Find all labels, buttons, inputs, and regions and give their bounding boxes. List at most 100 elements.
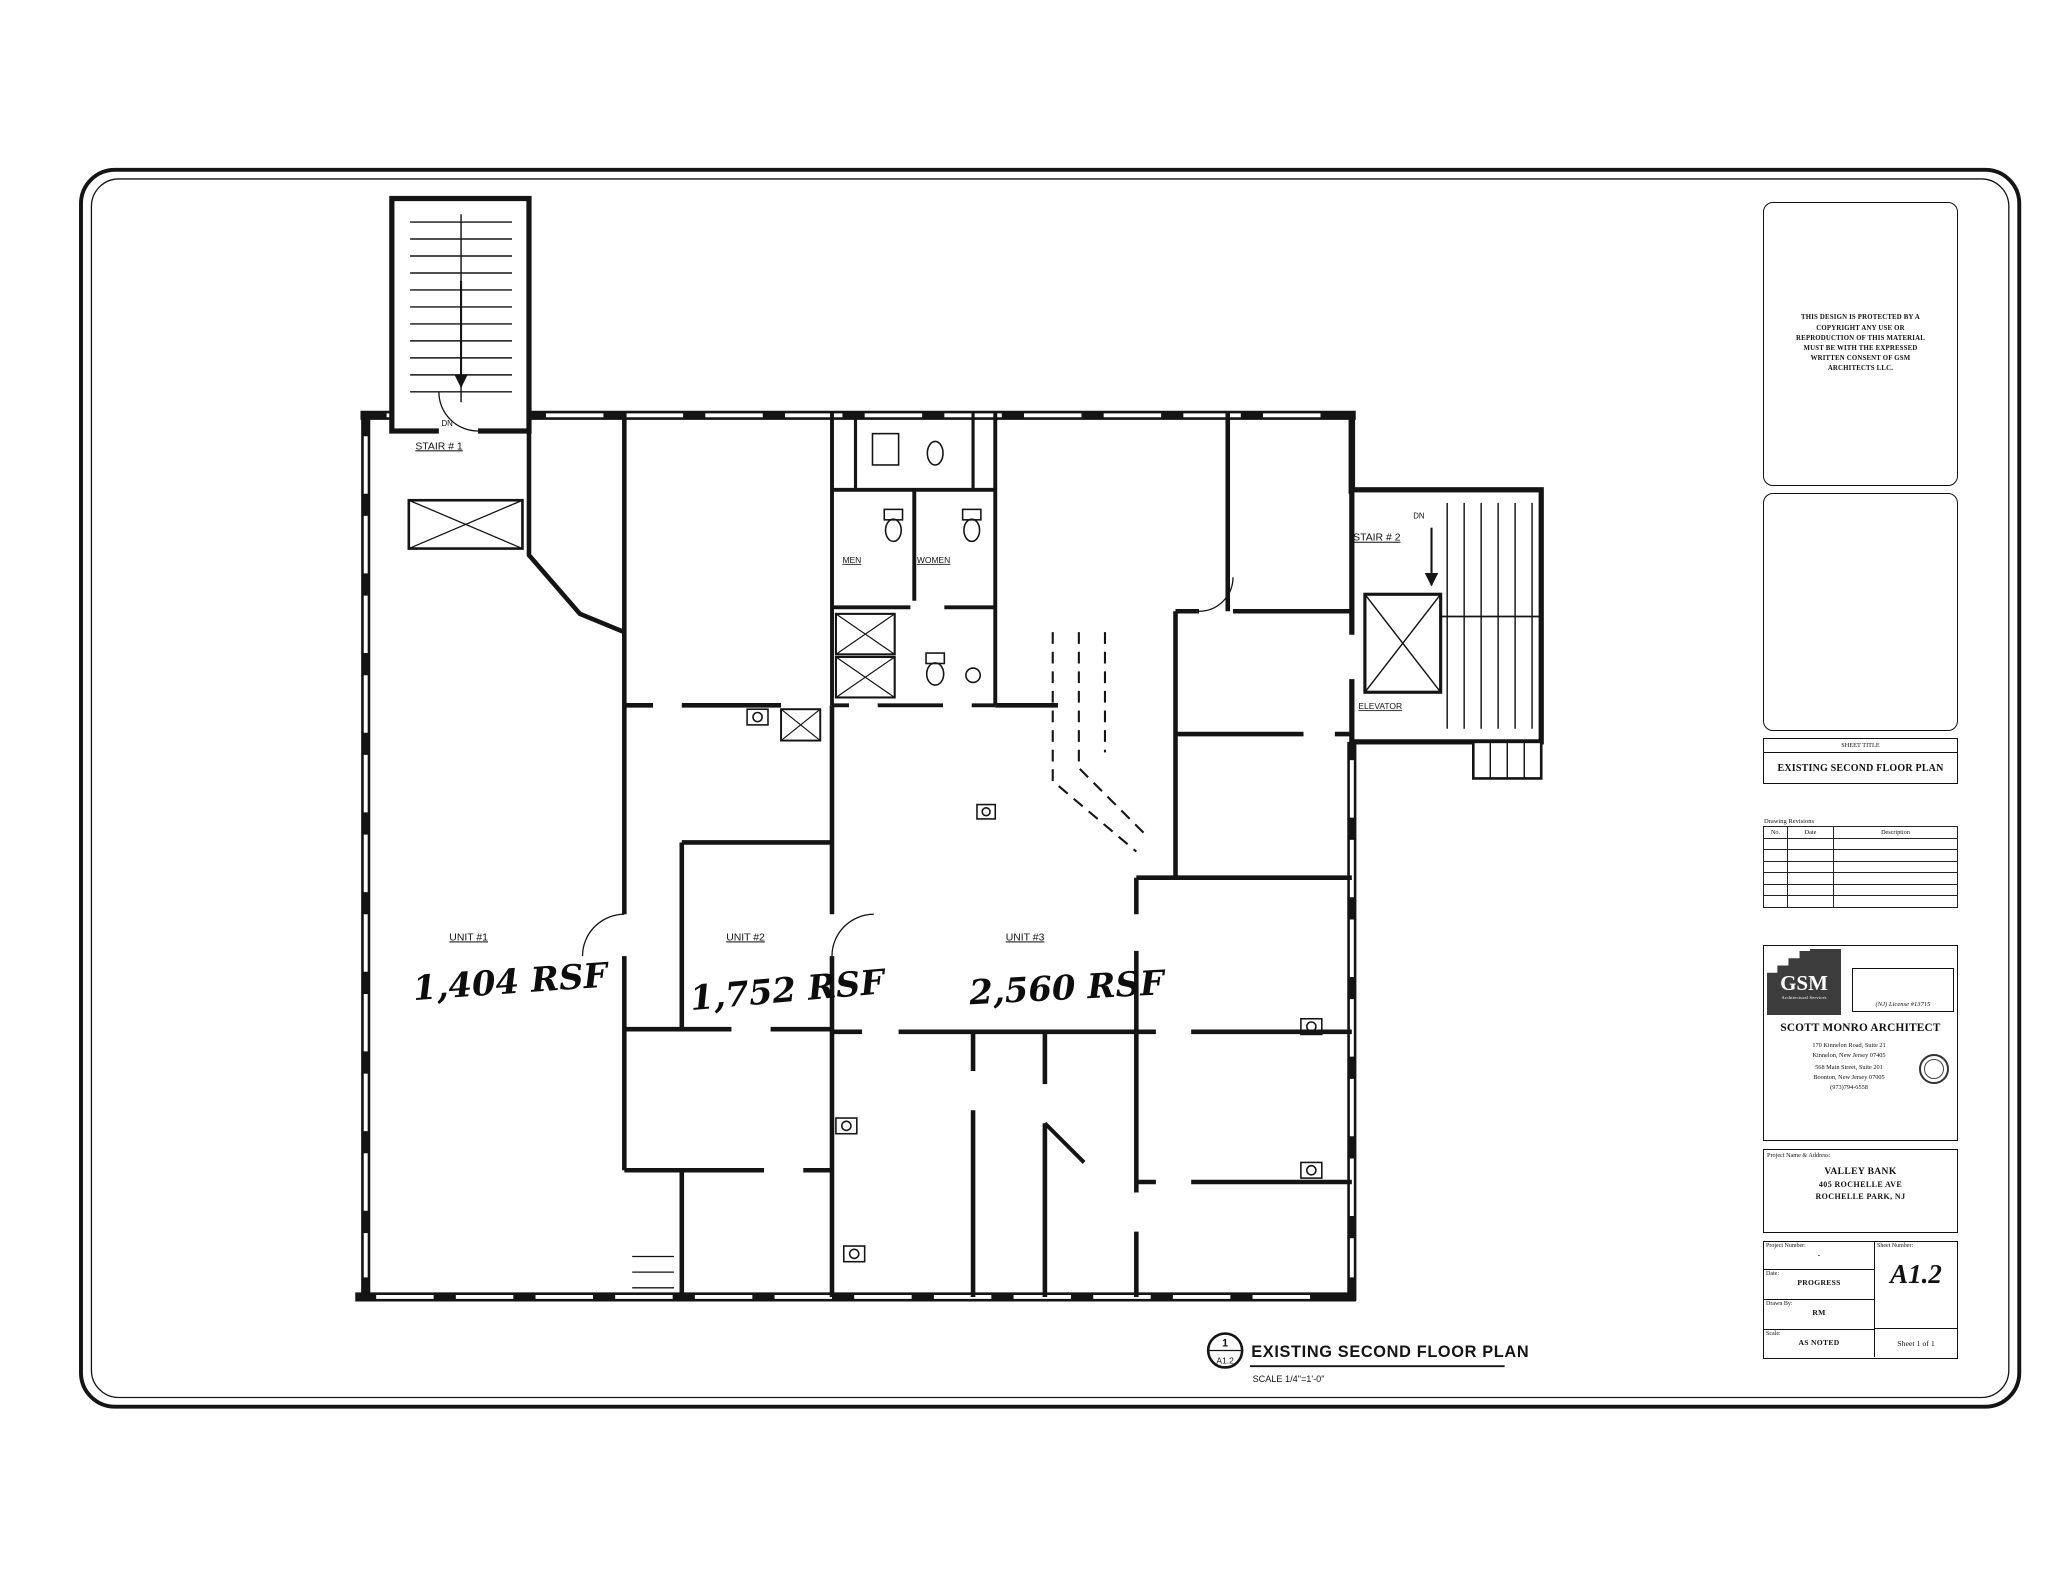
stair-2: DN STAIR # 2	[1347, 487, 1544, 780]
revision-cell	[1787, 895, 1834, 908]
restroom-vestibule-walls	[853, 411, 975, 490]
interior-walls	[622, 411, 1352, 1297]
fixture-oval	[926, 440, 944, 466]
gsm-logo-subtext: Architectural Services	[1781, 995, 1827, 1000]
floor-plan-drawing: DN STAIR # 1 DN STAIR # 2 ELEVATOR	[355, 195, 1544, 1384]
window-bands	[363, 413, 1354, 1299]
revision-cell	[1833, 895, 1958, 908]
plan-scale: SCALE 1/4"=1'-0"	[1253, 1374, 1325, 1384]
sink	[976, 803, 997, 820]
revisions-col-description: Description	[1833, 826, 1958, 839]
revisions-col-date: Date	[1787, 826, 1834, 839]
revision-cell	[1763, 895, 1788, 908]
detail-sheet: A1.2	[1216, 1356, 1234, 1366]
revision-cell	[1787, 837, 1834, 850]
revision-cell	[1763, 849, 1788, 862]
door-swing-unit1	[581, 913, 625, 957]
architect-section: GSM Architectural Services (NJ) License …	[1763, 945, 1958, 1141]
revisions-header-row: No. Date Description	[1763, 826, 1958, 839]
shaft-box-3-cross	[780, 708, 821, 742]
sheet-border-inner	[90, 178, 2010, 1399]
sink-basin	[752, 711, 763, 723]
stall-fixture	[871, 432, 900, 466]
office1-line1: 170 Kinnelon Road, Suite 21	[1812, 1042, 1886, 1049]
revisions-empty-row	[1763, 883, 1958, 896]
sheet-count-cell: Sheet 1 of 1	[1874, 1329, 1957, 1357]
architect-office-1: 170 Kinnelon Road, Suite 21 Kinnelon, Ne…	[1774, 1041, 1924, 1061]
drawn-by-value: RM	[1812, 1308, 1826, 1317]
revisions-empty-row	[1763, 849, 1958, 862]
architect-office-2: 568 Main Street, Suite 201 Boonton, New …	[1774, 1063, 1924, 1092]
revision-cell	[1763, 837, 1788, 850]
date-label: Date:	[1766, 1271, 1779, 1277]
stair-1: DN STAIR # 1	[389, 195, 626, 635]
plumbing-fixtures	[746, 708, 1323, 1263]
stair-1-shaft-cross	[408, 499, 523, 550]
drawn-by-label: Drawn By:	[1766, 1301, 1793, 1307]
revisions-col-no: No.	[1763, 826, 1788, 839]
project-number-label: Project Number:	[1766, 1243, 1806, 1249]
women-room-label: WOMEN	[917, 555, 950, 565]
project-number-cell: Project Number: -	[1764, 1242, 1874, 1270]
sheet-border	[79, 167, 2022, 1409]
sink	[1300, 1161, 1323, 1179]
restroom-walls	[830, 411, 998, 708]
elevator-shaft	[1363, 592, 1443, 694]
sheet-title-section: SHEET TITLE EXISTING SECOND FLOOR PLAN	[1763, 738, 1958, 784]
revision-cell	[1763, 872, 1788, 885]
info-grid: Project Number: - Date: PROGRESS Drawn B…	[1763, 1241, 1958, 1359]
title-block: THIS DESIGN IS PROTECTED BY A COPYRIGHT …	[1757, 193, 1966, 1373]
revisions-empty-row	[1763, 860, 1958, 873]
sheet-border-outer	[79, 167, 2022, 1409]
door-swings	[581, 577, 1234, 957]
copyright-text: THIS DESIGN IS PROTECTED BY A COPYRIGHT …	[1796, 314, 1925, 373]
men-room-label: MEN	[842, 555, 861, 565]
project-address-1: 405 ROCHELLE AVE	[1818, 1180, 1903, 1189]
revision-cell	[1787, 883, 1834, 896]
sheet-title-caption: SHEET TITLE	[1763, 738, 1958, 753]
office2-line2: Boonton, New Jersey 07005	[1813, 1073, 1885, 1081]
blank-box	[1763, 493, 1958, 731]
architect-phone: (973)794-6558	[1830, 1083, 1868, 1091]
stair-1-enclosure-wall	[526, 431, 626, 635]
scale-value: AS NOTED	[1798, 1338, 1840, 1347]
toilet-women	[963, 518, 981, 543]
detail-number: 1	[1222, 1338, 1228, 1350]
exterior-walls	[355, 410, 1357, 1302]
stair-1-door-swing	[438, 391, 479, 432]
sink	[746, 708, 769, 726]
stair-1-shaft	[407, 498, 524, 550]
unit-3-label: UNIT #3	[1006, 932, 1045, 943]
plan-title: EXISTING SECOND FLOOR PLAN	[1251, 1343, 1529, 1361]
revision-cell	[1833, 849, 1958, 862]
sheet-number-value: A1.2	[1890, 1259, 1942, 1289]
sink-basin	[841, 1120, 852, 1132]
sink-basin	[848, 1248, 860, 1260]
stair-2-landing-treads	[1489, 741, 1525, 779]
stair-1-label: STAIR # 1	[415, 441, 463, 452]
angled-partition	[1043, 1121, 1086, 1164]
architect-seal-inner	[1924, 1059, 1944, 1079]
partition-walls	[622, 411, 1352, 1297]
revision-cell	[1787, 860, 1834, 873]
sink-round	[965, 667, 982, 684]
entry-steps	[632, 1255, 674, 1289]
revisions-empty-row	[1763, 872, 1958, 885]
revisions-empty-row	[1763, 837, 1958, 850]
gsm-logo-text: GSM	[1780, 971, 1828, 995]
office2-line1: 568 Main Street, Suite 201	[1815, 1064, 1883, 1071]
date-value: PROGRESS	[1797, 1278, 1841, 1287]
sink	[842, 1245, 866, 1263]
scale-cell: Scale: AS NOTED	[1764, 1330, 1874, 1357]
shaft-box-1-cross	[835, 613, 896, 655]
elevator-label: ELEVATOR	[1358, 701, 1402, 711]
scale-label: Scale:	[1766, 1331, 1781, 1337]
plan-caption: 1 A1.2 EXISTING SECOND FLOOR PLAN SCALE …	[1206, 1332, 1529, 1384]
sink	[835, 1117, 858, 1135]
project-address-2: ROCHELLE PARK, NJ	[1815, 1192, 1906, 1201]
revisions-section: Drawing Revisions No. Date Description	[1763, 818, 1958, 908]
shaft-box-2-cross	[835, 656, 896, 698]
restrooms: MEN WOMEN	[830, 411, 998, 708]
